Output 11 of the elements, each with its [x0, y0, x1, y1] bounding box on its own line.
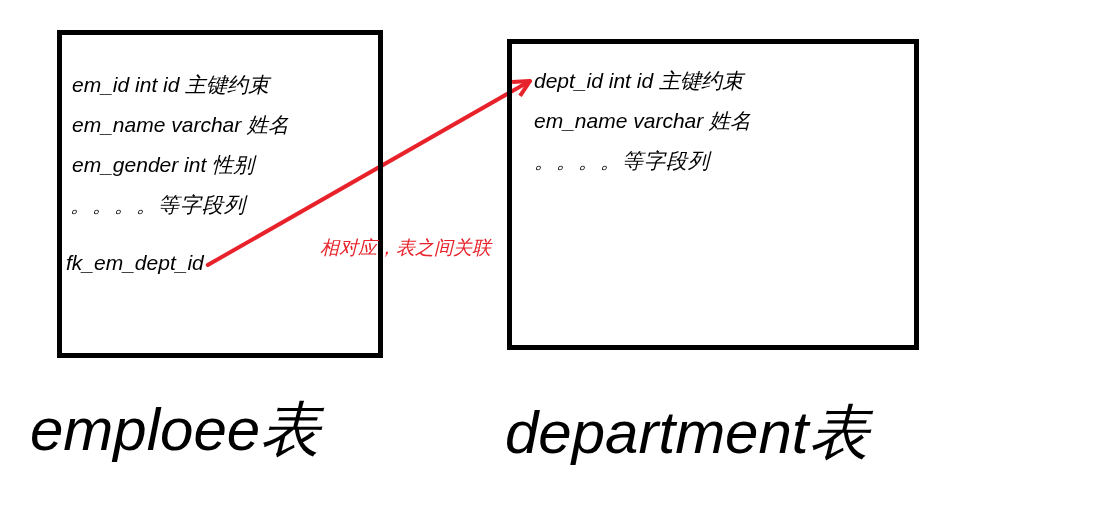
edge-label: 相对应，表之间关联 [320, 236, 491, 260]
field-text: em_gender int 性别 [72, 152, 255, 178]
field-text: 。。。。等字段列 [70, 192, 246, 218]
field-text: em_name varchar 姓名 [72, 112, 290, 138]
field-text: fk_em_dept_id [66, 250, 204, 276]
table-box [57, 30, 383, 358]
field-text: em_name varchar 姓名 [534, 108, 752, 134]
table-box [507, 39, 919, 350]
arrow [205, 79, 532, 267]
field-text: 。。。。等字段列 [534, 148, 710, 174]
field-text: em_id int id 主键约束 [72, 72, 270, 98]
